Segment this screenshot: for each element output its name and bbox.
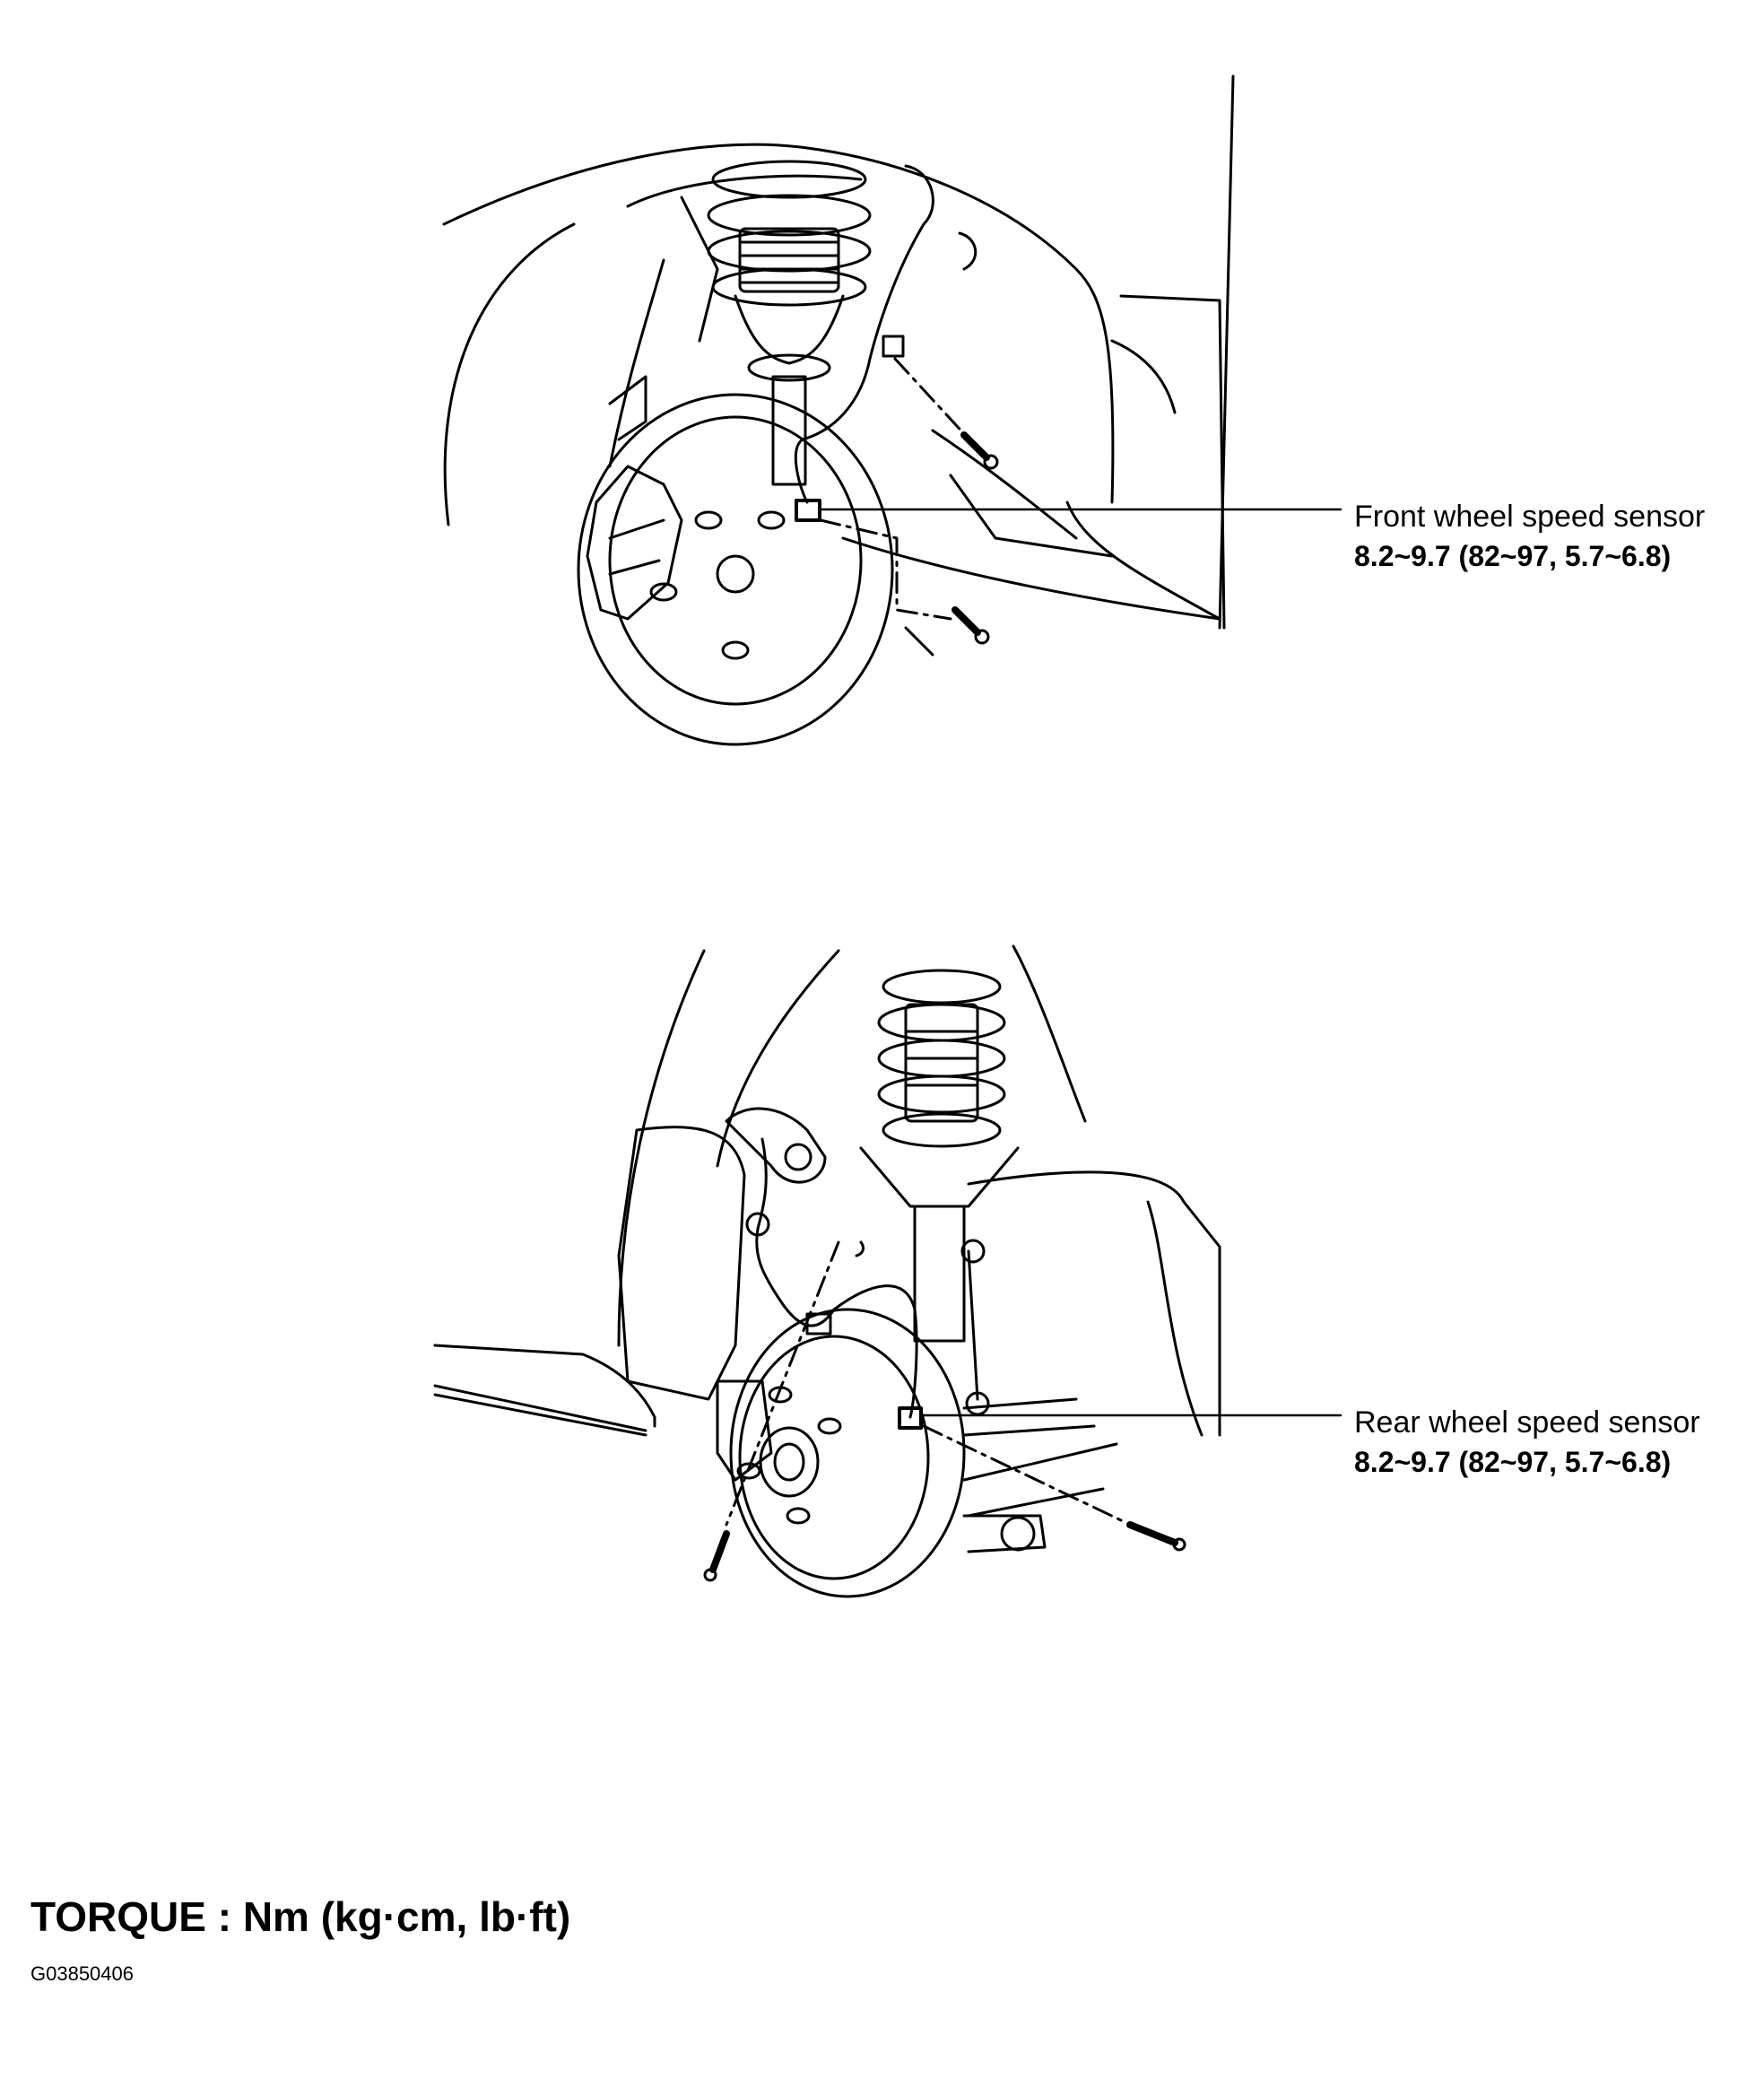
torque-units-title: TORQUE : Nm (kg·cm, lb·ft) bbox=[30, 1893, 571, 1940]
front-wheel-assembly bbox=[442, 74, 1343, 746]
rear-clip-bolt bbox=[703, 1530, 730, 1582]
rear-sensor-torque: 8.2~9.7 (82~97, 5.7~6.8) bbox=[1354, 1445, 1672, 1478]
rear-bolt-centerline bbox=[922, 1424, 1123, 1522]
front-sensor-label: Front wheel speed sensor bbox=[1354, 500, 1706, 534]
front-brake-caliper bbox=[586, 465, 683, 621]
front-strut-boot bbox=[734, 294, 845, 365]
rear-sensor-bolt bbox=[1126, 1521, 1186, 1552]
front-harness-clip bbox=[882, 335, 905, 358]
rear-strut-cone bbox=[859, 1146, 1020, 1208]
front-shock-absorber bbox=[771, 375, 807, 486]
front-wheel-speed-sensor bbox=[795, 499, 821, 522]
rear-shock-absorber bbox=[913, 1205, 966, 1343]
front-coil-spring bbox=[707, 160, 872, 307]
front-clip-bolt bbox=[960, 431, 999, 470]
rear-axle-beam bbox=[962, 1397, 1118, 1553]
rear-sensor-label: Rear wheel speed sensor bbox=[1354, 1405, 1700, 1440]
front-sensor-bolt bbox=[952, 606, 990, 645]
rear-sensor-harness bbox=[755, 1137, 918, 1419]
front-sensor-harness bbox=[794, 164, 934, 504]
rear-brake-drum bbox=[729, 1308, 966, 1598]
front-fender-outline bbox=[442, 143, 1115, 504]
rear-wheel-assembly bbox=[433, 944, 1343, 1598]
front-sensor-torque: 8.2~9.7 (82~97, 5.7~6.8) bbox=[1354, 539, 1672, 572]
rear-fender-outline bbox=[617, 949, 706, 1347]
rear-sensor-callout: Rear wheel speed sensor 8.2~9.7 (82~97, … bbox=[1354, 1405, 1700, 1479]
front-sensor-callout: Front wheel speed sensor 8.2~9.7 (82~97,… bbox=[1354, 499, 1705, 573]
front-brake-disc bbox=[577, 393, 894, 746]
figure-code: G03850406 bbox=[30, 1962, 134, 1985]
rear-wheel-speed-sensor bbox=[898, 1406, 923, 1430]
rear-coil-spring bbox=[877, 969, 1006, 1148]
